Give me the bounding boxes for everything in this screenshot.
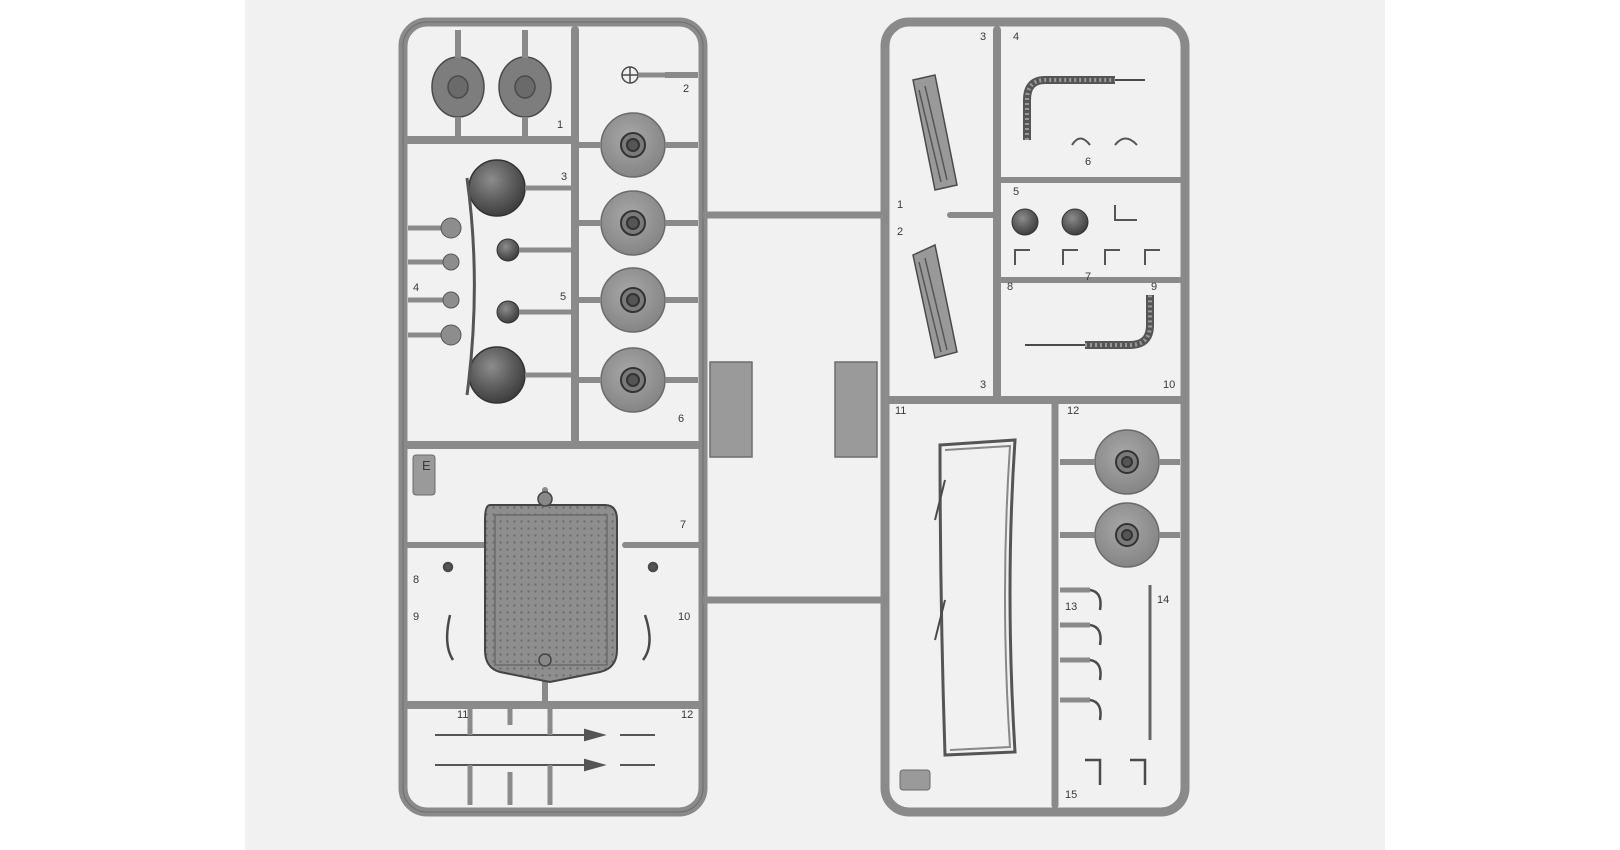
svg-text:14: 14 <box>1157 594 1169 606</box>
right-sprue-parts: 3 4 1 2 3 5 6 7 8 9 10 11 12 13 14 15 <box>895 31 1180 801</box>
svg-text:9: 9 <box>413 611 419 623</box>
svg-text:4: 4 <box>1013 31 1019 43</box>
left-sprue-parts: 1 2 3 4 5 6 7 8 9 10 11 12 E <box>408 30 698 805</box>
svg-text:3: 3 <box>561 171 567 183</box>
svg-text:15: 15 <box>1065 789 1077 801</box>
svg-text:7: 7 <box>1085 271 1091 283</box>
left-sprue <box>398 17 708 817</box>
svg-text:E: E <box>422 458 431 473</box>
sprue-photo: 1 2 3 4 5 6 7 8 9 10 11 12 E <box>245 0 1385 850</box>
svg-text:6: 6 <box>1085 156 1091 168</box>
svg-text:5: 5 <box>1013 186 1019 198</box>
svg-text:2: 2 <box>897 226 903 238</box>
svg-text:11: 11 <box>895 405 906 417</box>
svg-text:12: 12 <box>681 709 693 721</box>
svg-text:4: 4 <box>413 282 419 294</box>
connecting-runners <box>703 211 885 604</box>
svg-text:1: 1 <box>897 199 903 211</box>
svg-text:12: 12 <box>1067 405 1079 417</box>
svg-text:1: 1 <box>557 119 563 131</box>
svg-text:5: 5 <box>560 291 566 303</box>
svg-text:3: 3 <box>980 379 986 391</box>
svg-text:11: 11 <box>457 709 468 721</box>
svg-text:6: 6 <box>678 413 684 425</box>
svg-text:13: 13 <box>1065 601 1077 613</box>
svg-text:7: 7 <box>680 519 686 531</box>
svg-text:9: 9 <box>1151 281 1157 293</box>
svg-text:2: 2 <box>683 83 689 95</box>
svg-text:10: 10 <box>1163 379 1175 391</box>
svg-text:3: 3 <box>980 31 986 43</box>
right-sprue <box>880 17 1190 817</box>
sprue-illustration: 1 2 3 4 5 6 7 8 9 10 11 12 E <box>398 17 1190 817</box>
svg-text:8: 8 <box>413 574 419 586</box>
svg-text:10: 10 <box>678 611 690 623</box>
svg-text:8: 8 <box>1007 281 1013 293</box>
